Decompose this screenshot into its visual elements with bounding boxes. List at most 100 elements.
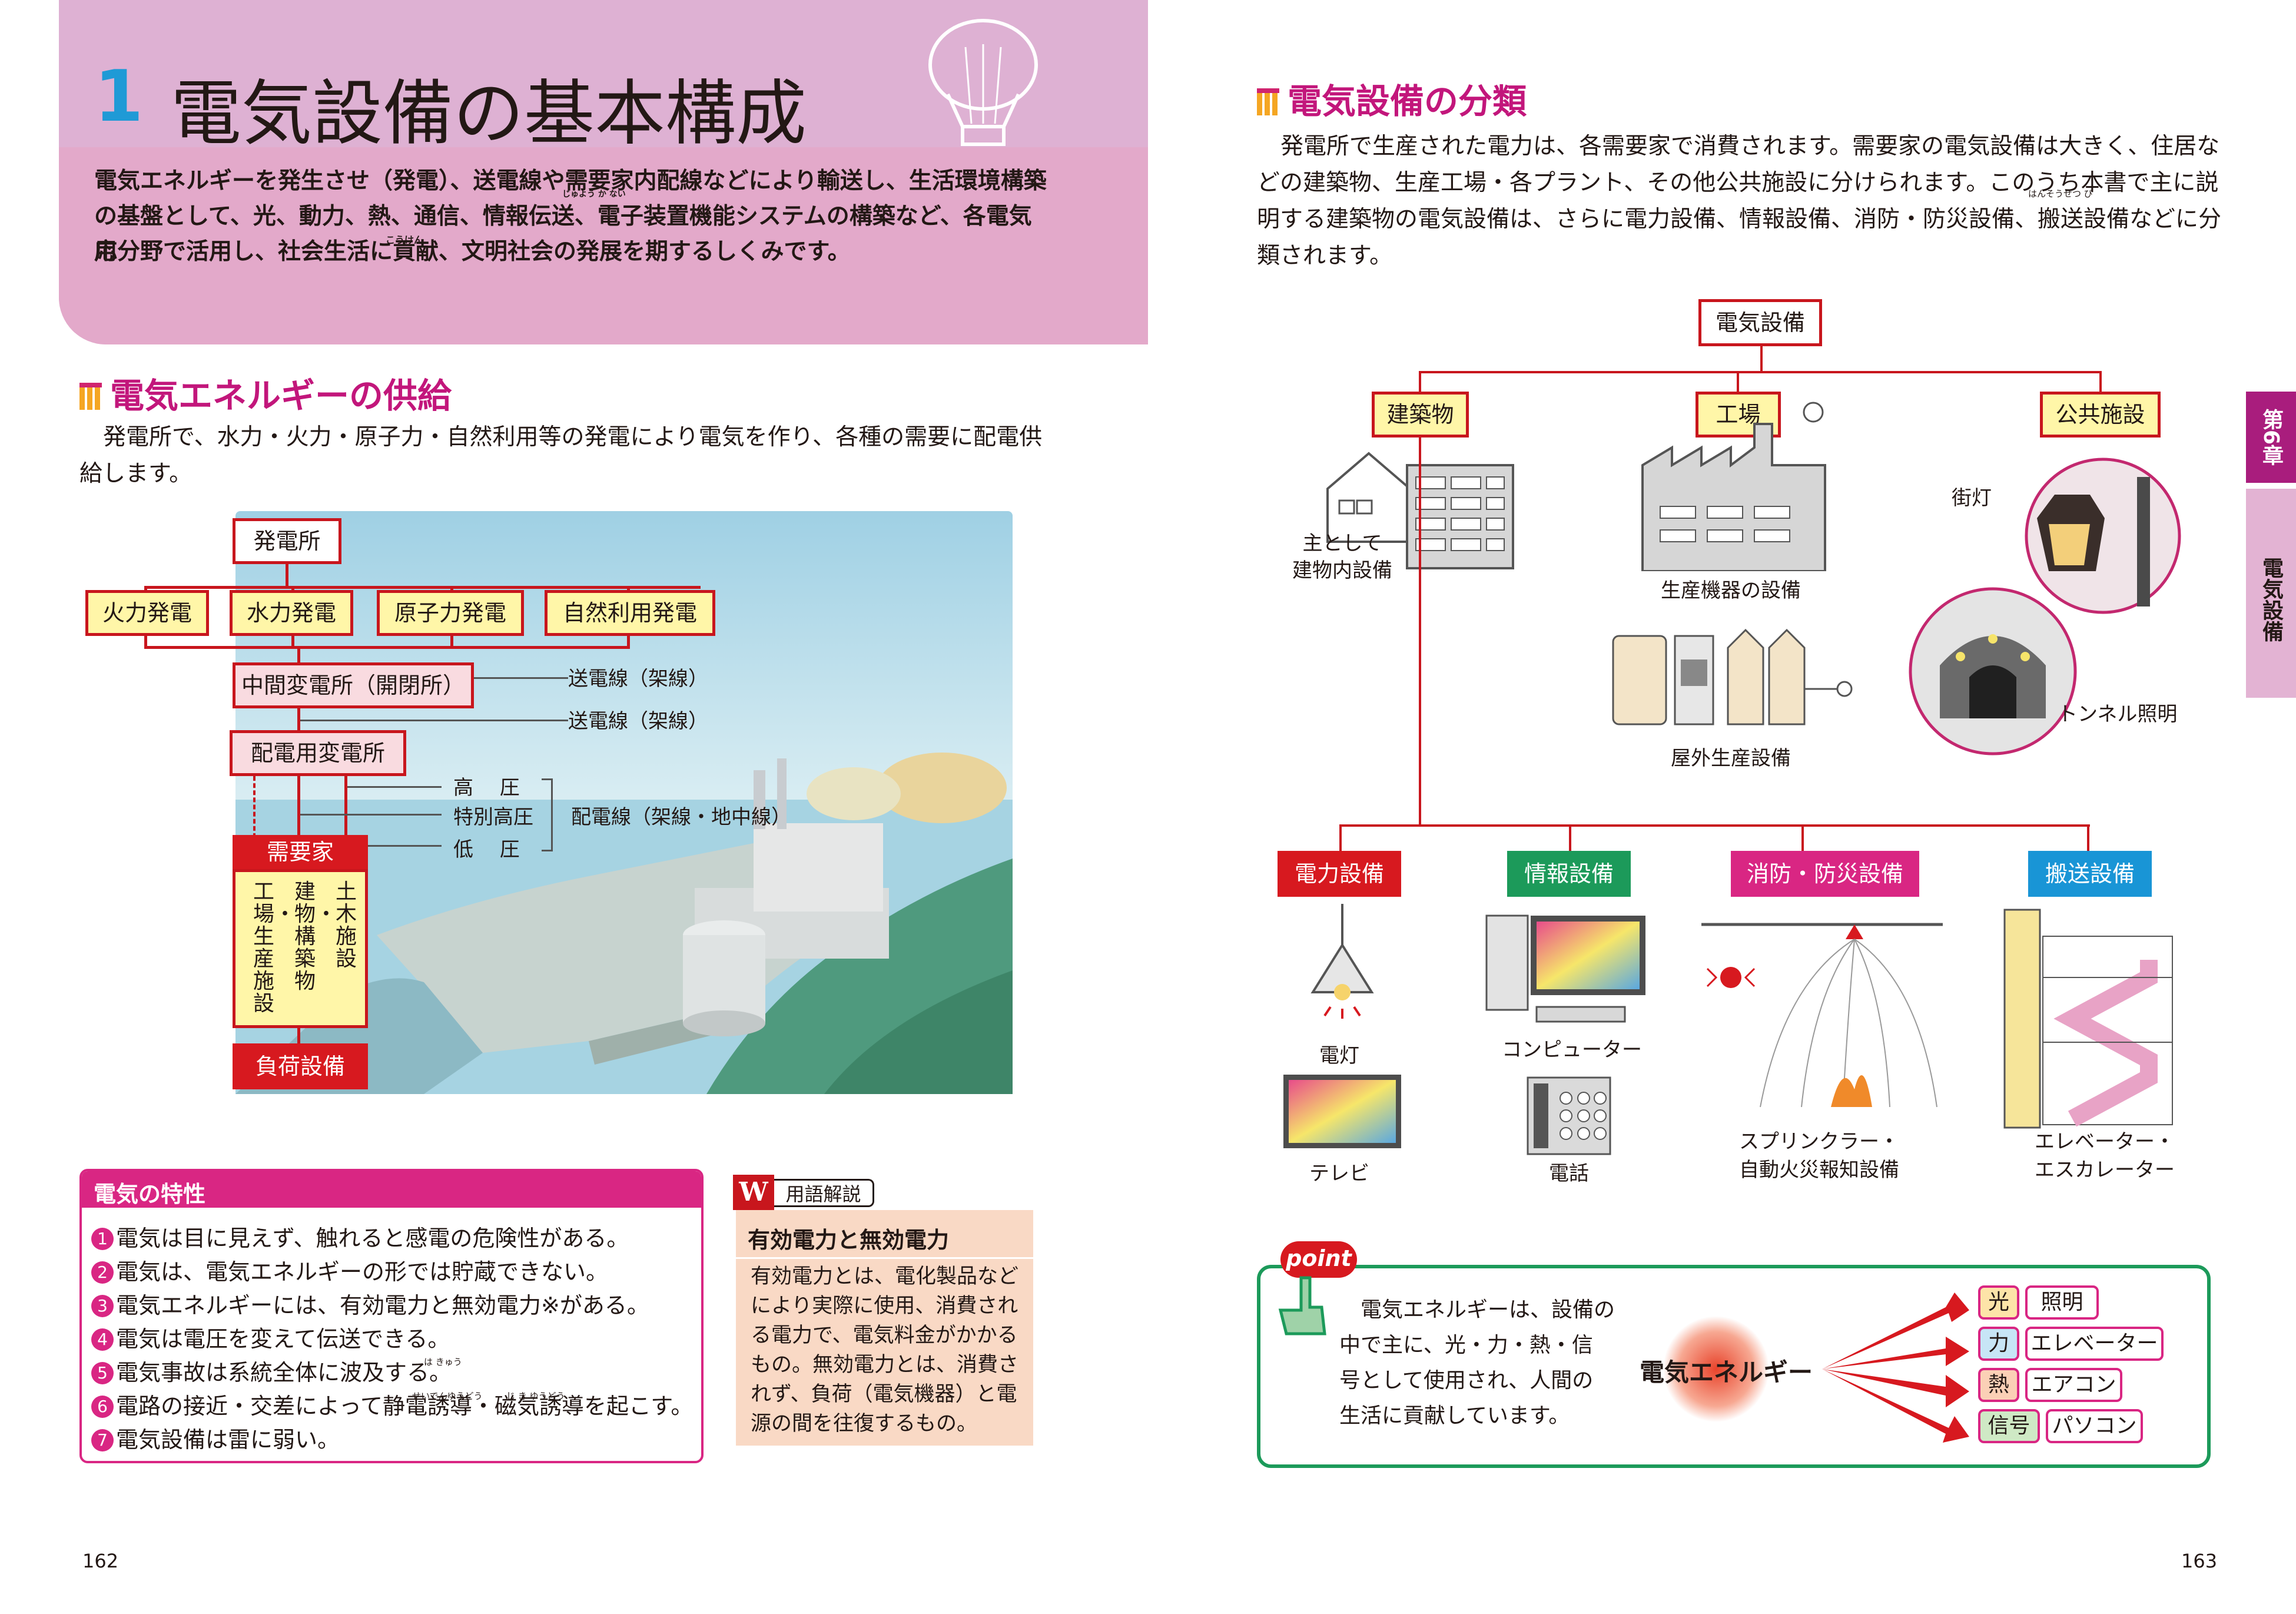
page-number-right: 163 [2181,1550,2218,1572]
consumer-types: 土木施設 建物・構築物 工場・生産施設 [233,869,368,1028]
item-tv: テレビ [1309,1162,1369,1185]
connector [297,648,300,664]
connector [627,636,630,648]
connector [347,786,442,788]
glossary-badge: W [733,1175,774,1210]
point-text: 電気エネルギーは、設備の 中で主に、光・力・熱・信号として使用され、人間の生活に… [1339,1298,1615,1428]
group-public-facilities: 公共施設 [2040,392,2161,438]
natural-power-box: 自然利用発電 [545,590,715,636]
connector [144,636,147,648]
intermediate-substation-box: 中間変電所（開閉所） [233,662,474,708]
ruby-seiden: せいでんゆうどう [412,1391,483,1401]
voltage-extra-high: 特別高圧 [453,806,533,829]
computer-icon [1485,914,1645,1023]
item-computer: コンピューター [1502,1038,1642,1062]
tv-icon [1283,1075,1401,1148]
hydro-power-box: 水力発電 [230,590,353,636]
point-box [1257,1265,2211,1468]
properties-title-bar: 電気の特性 [82,1171,701,1208]
section-icon [1257,88,1279,115]
ruby-hansou: はんそうせつ び [2028,188,2093,199]
sprinkler-illustration [1701,923,1943,1108]
chapter-number: 1 [94,56,144,138]
connector [2099,371,2102,395]
classification-body: 発電所で生産された電力は、各需要家で消費されます。需要家の電気設備は大きく、住居… [1257,133,2222,269]
glossary-term: 有効電力と無効電力 [748,1227,950,1253]
outdoor-equipment-illustration [1612,628,1853,725]
telephone-icon [1527,1076,1611,1155]
ruby-hakyuu: は きゅう [424,1357,462,1367]
connector [1801,824,1804,853]
point-badge: point [1280,1241,1357,1278]
connector [1419,371,2102,373]
output-key-signal: 信号 [1978,1409,2040,1443]
street-light-caption: 街灯 [1952,486,1992,510]
consumer-building: 建物・構築物 [294,880,337,993]
intro-line-3: 用分野で活用し、社会生活に貢献、文明社会の発展を期するしくみです。 [94,238,851,265]
ruby-juyouka-nai: じゅよう か ない [562,190,626,199]
connector [297,1028,300,1045]
connector [474,677,568,679]
consumer-box: 需要家 [233,835,368,869]
point-center-label: 電気エネルギー [1640,1358,1813,1387]
connector [297,776,300,838]
output-value-power: エレベーター [2025,1327,2164,1361]
category-power: 電力設備 [1278,851,1401,897]
electrical-equipment-root: 電気設備 [1698,299,1822,346]
elevator-escalator-illustration [2003,909,2173,1129]
item-telephone: 電話 [1549,1162,1589,1185]
building-caption: 主として建物内設備 [1292,532,1392,582]
classification-heading: 電気設備の分類 [1257,74,1527,123]
connector [300,720,568,721]
factory-illustration [1641,402,1826,571]
supply-heading: 電気エネルギーの供給 [79,368,452,417]
outdoor-caption: 屋外生産設備 [1671,747,1791,770]
side-tab-name[interactable]: 電気設備 [2246,489,2296,698]
lamp-icon [1310,904,1374,1019]
connector [286,564,288,588]
supply-body: 発電所で、水力・火力・原子力・自然利用等の発電により電気を作り、各種の需要に配電… [79,424,1043,487]
load-equipment-box: 負荷設備 [233,1043,368,1089]
fire-items: スプリンクラー・自動火災報知設備 [1739,1130,1899,1182]
street-light-illustration [2025,458,2181,614]
page-number-left: 162 [82,1550,119,1572]
connector [1339,824,1342,853]
distribution-substation-box: 配電用変電所 [230,730,406,776]
connector [144,646,630,649]
divider [736,1257,1033,1259]
tunnel-illustration [1909,587,2077,755]
chapter-title: 電気設備の基本構成 [171,73,807,155]
side-tab-chapter[interactable]: 第6章 [2246,392,2296,483]
section-icon [79,383,102,410]
glossary-label: 用語解説 [774,1179,874,1207]
connector [1760,346,1763,373]
output-value-signal: パソコン [2046,1409,2143,1443]
item-light: 電灯 [1319,1044,1359,1068]
distribution-line-label: 配電線（架線・地中線） [571,806,791,829]
properties-box: 電気の特性 [79,1169,704,1463]
transmission-line-label-1: 送電線（架線） [568,667,708,691]
category-information: 情報設備 [1507,851,1631,897]
connector [1339,824,2090,827]
output-key-power: 力 [1978,1327,2019,1361]
pointing-hand-icon [1278,1276,1326,1335]
factory-caption: 生産機器の設備 [1661,579,1801,602]
connector [300,814,442,816]
consumer-civil: 土木施設 [336,880,357,971]
connector [2087,824,2089,853]
building-illustration [1326,452,1514,569]
output-key-light: 光 [1978,1285,2019,1320]
connector [450,636,453,648]
glossary-text: 有効電力とは、電化製品などにより実際に使用、消費される電力で、電気料金がかかる … [751,1265,1019,1436]
connector [253,776,258,838]
glossary-box [736,1210,1033,1446]
consumer-factory: 工場・生産施設 [253,880,296,1016]
